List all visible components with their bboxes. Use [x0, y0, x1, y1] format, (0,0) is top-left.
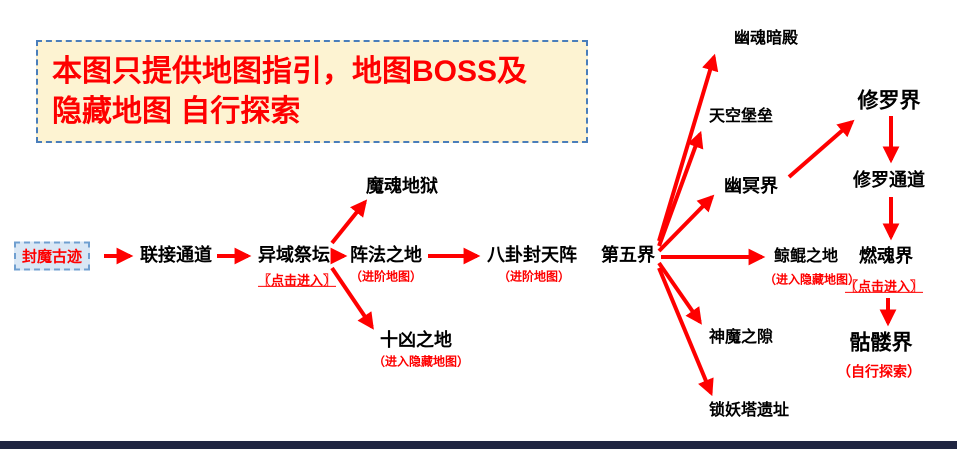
note-jingkun-hidden-map: （进入隐藏地图） [763, 272, 861, 287]
node-youming-realm: 幽冥界 [724, 176, 778, 197]
node-link-channel: 联接通道 [140, 245, 212, 266]
node-xiuluo-channel: 修罗通道 [853, 170, 925, 191]
node-shixiong-land: 十凶之地 [380, 330, 452, 351]
arrow-fifth-to-youhun [657, 53, 719, 242]
node-jingkun-land: 鲸鲲之地 [773, 248, 839, 266]
arrow-fifth-to-shenmo [657, 261, 702, 325]
arrow-yiyu-to-mohun [330, 199, 368, 245]
node-shenmo-rift: 神魔之隙 [708, 329, 774, 347]
arrow-fifth-to-skyfortress [657, 130, 704, 247]
note-zhenfa-advanced-map: （进阶地图） [349, 269, 423, 284]
node-bagua-array: 八卦封天阵 [487, 245, 577, 266]
node-sky-fortress: 天空堡垒 [708, 108, 774, 126]
node-fengmo-ruins: 封魔古迹 [13, 241, 91, 271]
notice-line2: 隐藏地图 自行探索 [52, 94, 301, 128]
node-mohun-hell: 魔魂地狱 [366, 176, 438, 197]
arrow-youming-to-xiuluo [787, 119, 855, 179]
window-bottom-edge [0, 441, 957, 449]
arrow-yiyu-to-shixiong [330, 266, 374, 330]
node-fifth-realm: 第五界 [601, 245, 655, 266]
node-ranhun-realm: 燃魂界 [859, 246, 913, 267]
arrow-fifth-to-youming [657, 194, 715, 253]
note-kulou-self-explore: （自行探索） [837, 363, 921, 380]
note-bagua-advanced-map: （进阶地图） [497, 269, 571, 284]
node-yiyu-altar: 异域祭坛 [258, 245, 330, 266]
note-shixiong-hidden-map: （进入隐藏地图） [372, 354, 470, 369]
node-youhun-palace: 幽魂暗殿 [733, 30, 799, 48]
node-suoyao-ruins: 锁妖塔遗址 [708, 402, 790, 420]
notice-box: 本图只提供地图指引，地图BOSS及 隐藏地图 自行探索 [36, 40, 588, 144]
notice-line1: 本图只提供地图指引，地图BOSS及 [52, 55, 528, 88]
node-xiuluo-realm: 修罗界 [857, 89, 921, 113]
node-kulou-realm: 骷髅界 [849, 331, 913, 355]
note-yiyu-click-enter: 〖点击进入〗 [257, 272, 337, 288]
note-ranhun-click-enter: 〖点击进入〗 [844, 278, 924, 294]
node-zhenfa-land: 阵法之地 [350, 245, 422, 266]
arrow-fifth-to-suoyao [657, 267, 714, 397]
